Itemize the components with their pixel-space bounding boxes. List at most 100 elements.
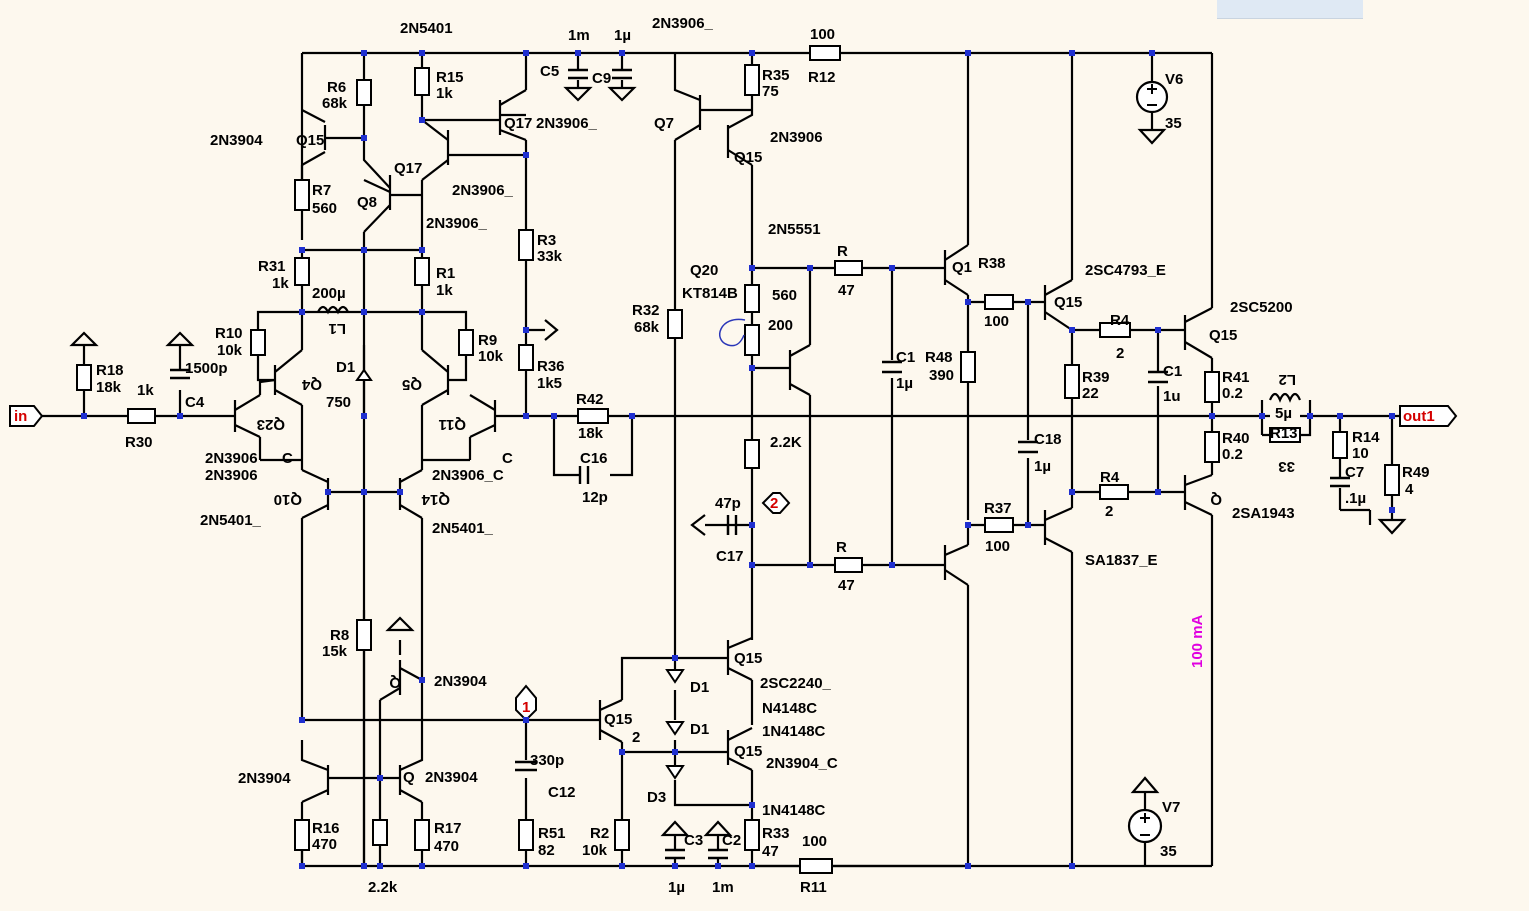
label: 33 bbox=[1278, 458, 1295, 475]
label: 0.2 bbox=[1222, 446, 1243, 463]
junction-dot bbox=[807, 265, 813, 271]
label: Q14 bbox=[421, 491, 450, 508]
label: D1 bbox=[690, 721, 709, 738]
label: 75 bbox=[762, 83, 779, 100]
label: 2N3904 bbox=[210, 132, 263, 149]
label: 2SC5200 bbox=[1230, 299, 1293, 316]
junction-dot bbox=[619, 749, 625, 755]
junction-dot bbox=[523, 717, 529, 723]
junction-dot bbox=[361, 309, 367, 315]
label: 18k bbox=[96, 379, 122, 396]
label: 2N3904 bbox=[238, 770, 291, 787]
label: 1k bbox=[137, 382, 154, 399]
label: 2N3906_ bbox=[652, 15, 714, 32]
junction-dot bbox=[629, 413, 635, 419]
junction-dot bbox=[419, 863, 425, 869]
label: C16 bbox=[580, 450, 608, 467]
net-flags bbox=[9, 405, 1458, 722]
junction-dot bbox=[1389, 507, 1395, 513]
junction-dot bbox=[1149, 50, 1155, 56]
junction-dot bbox=[1025, 299, 1031, 305]
label: 35 bbox=[1160, 843, 1177, 860]
wires bbox=[42, 51, 1400, 868]
junction-dot bbox=[523, 863, 529, 869]
label: 2.2K bbox=[770, 434, 802, 451]
label: 100 mA bbox=[1189, 614, 1206, 668]
label: R10 bbox=[215, 325, 243, 342]
label: R32 bbox=[632, 302, 660, 319]
junction-dot bbox=[419, 309, 425, 315]
label: R bbox=[837, 243, 848, 260]
label: Q1 bbox=[952, 259, 972, 276]
label: L2 bbox=[1278, 371, 1296, 388]
label: Q15 bbox=[734, 149, 762, 166]
junction-dot bbox=[81, 413, 87, 419]
label: 560 bbox=[772, 287, 797, 304]
label: 15k bbox=[322, 643, 348, 660]
junction-dot bbox=[1337, 413, 1343, 419]
label: C18 bbox=[1034, 431, 1062, 448]
label: C3 bbox=[684, 832, 703, 849]
label: 2N5551 bbox=[768, 221, 821, 238]
diodes bbox=[355, 368, 685, 780]
label: D1 bbox=[690, 679, 709, 696]
label: 2N3904 bbox=[434, 673, 487, 690]
junction-dot bbox=[672, 863, 678, 869]
label: R35 bbox=[762, 67, 790, 84]
label: .1µ bbox=[1345, 490, 1366, 507]
source-signs bbox=[1140, 84, 1157, 836]
junction-dot bbox=[397, 489, 403, 495]
label: R4 bbox=[1110, 312, 1130, 329]
junction-dot bbox=[889, 562, 895, 568]
label: Q7 bbox=[654, 115, 674, 132]
label: 200 bbox=[768, 317, 793, 334]
label: R30 bbox=[125, 434, 153, 451]
label: 2N3906_ bbox=[536, 115, 598, 132]
label: 2N5401 bbox=[400, 20, 453, 37]
junction-dot bbox=[299, 309, 305, 315]
label: 12p bbox=[582, 489, 608, 506]
junction-dot bbox=[807, 562, 813, 568]
label: C1 bbox=[1163, 363, 1182, 380]
junction-dot bbox=[749, 50, 755, 56]
label: R8 bbox=[330, 627, 349, 644]
junction-dot bbox=[965, 522, 971, 528]
label: R48 bbox=[925, 349, 953, 366]
label: R6 bbox=[327, 79, 346, 96]
label: R bbox=[836, 539, 847, 556]
label: 2N3904_C bbox=[766, 755, 838, 772]
label: R15 bbox=[436, 69, 464, 86]
label: 2 bbox=[632, 729, 640, 746]
label: 1k bbox=[436, 85, 453, 102]
junction-dot bbox=[749, 562, 755, 568]
junction-dot bbox=[619, 50, 625, 56]
junction-dot bbox=[361, 50, 367, 56]
label: Q10 bbox=[274, 491, 302, 508]
label: Q15 bbox=[734, 650, 762, 667]
junction-dot bbox=[965, 299, 971, 305]
label: 470 bbox=[434, 838, 459, 855]
label: 5µ bbox=[1275, 405, 1292, 422]
voltage-sources bbox=[1127, 80, 1169, 844]
label: Q8 bbox=[357, 194, 377, 211]
label: Q20 bbox=[690, 262, 718, 279]
junction-dot bbox=[672, 655, 678, 661]
label: 470 bbox=[312, 836, 337, 853]
label: C7 bbox=[1345, 464, 1364, 481]
junction-dot bbox=[299, 717, 305, 723]
label: 2N3906 bbox=[205, 450, 258, 467]
inductors bbox=[317, 305, 1302, 403]
junction-dot bbox=[965, 50, 971, 56]
label: C9 bbox=[592, 70, 611, 87]
label: out1 bbox=[1403, 408, 1435, 425]
label: R31 bbox=[258, 258, 286, 275]
junction-dot bbox=[377, 775, 383, 781]
label: 10k bbox=[478, 348, 504, 365]
label: 1k5 bbox=[537, 375, 562, 392]
junction-dot bbox=[419, 50, 425, 56]
label: 1m bbox=[568, 27, 590, 44]
capacitors bbox=[170, 68, 1350, 860]
junction-dot bbox=[419, 117, 425, 123]
label: R13 bbox=[1270, 425, 1298, 442]
